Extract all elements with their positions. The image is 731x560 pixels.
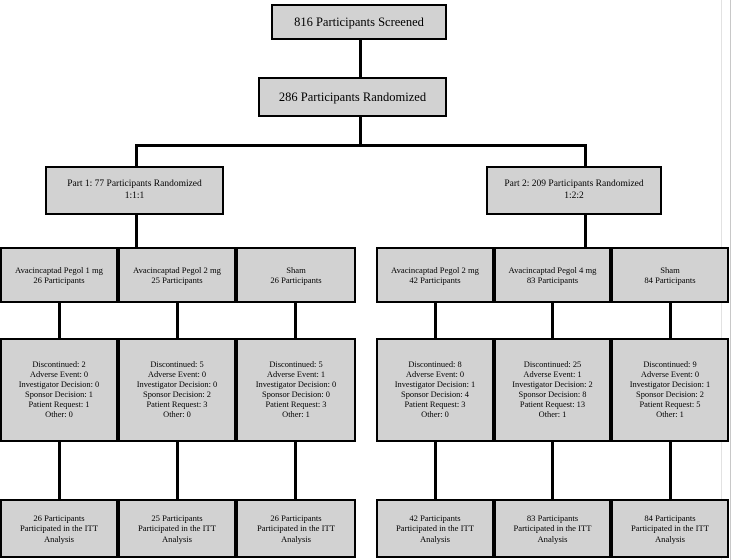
box-part-1-label: Part 1: 77 Participants Randomized 1:1:1 bbox=[67, 179, 202, 201]
box-randomized: 286 Participants Randomized bbox=[258, 77, 447, 117]
connector-part2-down bbox=[584, 215, 587, 247]
arm-box-2: Avacincaptad Pegol 2 mg 25 Participants bbox=[118, 247, 236, 303]
itt-box-1: 26 Participants Participated in the ITT … bbox=[0, 499, 118, 558]
itt-box-5-label: 83 Participants Participated in the ITT … bbox=[513, 513, 592, 544]
connector-randomized-down bbox=[359, 117, 362, 144]
connector-parts-horizontal bbox=[135, 144, 587, 147]
discontinuation-box-6-label: Discontinued: 9 Adverse Event: 0 Investi… bbox=[629, 360, 711, 419]
discontinuation-box-4: Discontinued: 8 Adverse Event: 0 Investi… bbox=[376, 338, 494, 442]
connector-disc2-to-itt2 bbox=[176, 442, 179, 499]
box-screened-label: 816 Participants Screened bbox=[294, 14, 424, 29]
connector-arm3-to-disc3 bbox=[294, 303, 297, 338]
arm-box-3: Sham 26 Participants bbox=[236, 247, 356, 303]
connector-arm1-to-disc1 bbox=[58, 303, 61, 338]
box-part-2-label: Part 2: 209 Participants Randomized 1:2:… bbox=[504, 179, 644, 201]
arm-box-1: Avacincaptad Pegol 1 mg 26 Participants bbox=[0, 247, 118, 303]
connector-to-part1 bbox=[135, 144, 138, 166]
itt-box-2-label: 25 Participants Participated in the ITT … bbox=[137, 513, 217, 544]
arm-box-6: Sham 84 Participants bbox=[611, 247, 729, 303]
box-screened: 816 Participants Screened bbox=[271, 4, 447, 40]
discontinuation-box-1-label: Discontinued: 2 Adverse Event: 0 Investi… bbox=[18, 360, 100, 419]
arm-box-6-label: Sham 84 Participants bbox=[644, 264, 696, 285]
connector-disc5-to-itt5 bbox=[551, 442, 554, 499]
arm-box-5: Avacincaptad Pegol 4 mg 83 Participants bbox=[494, 247, 611, 303]
discontinuation-box-4-label: Discontinued: 8 Adverse Event: 0 Investi… bbox=[394, 360, 476, 419]
connector-arm2-to-disc2 bbox=[176, 303, 179, 338]
discontinuation-box-1: Discontinued: 2 Adverse Event: 0 Investi… bbox=[0, 338, 118, 442]
connector-arm4-to-disc4 bbox=[434, 303, 437, 338]
connector-part1-down bbox=[135, 215, 138, 247]
discontinuation-box-3: Discontinued: 5 Adverse Event: 1 Investi… bbox=[236, 338, 356, 442]
connector-disc1-to-itt1 bbox=[58, 442, 61, 499]
itt-box-4: 42 Participants Participated in the ITT … bbox=[376, 499, 494, 558]
discontinuation-box-2-label: Discontinued: 5 Adverse Event: 0 Investi… bbox=[136, 360, 218, 419]
connector-arm6-to-disc6 bbox=[669, 303, 672, 338]
discontinuation-box-2: Discontinued: 5 Adverse Event: 0 Investi… bbox=[118, 338, 236, 442]
connector-arm5-to-disc5 bbox=[551, 303, 554, 338]
itt-box-6: 84 Participants Participated in the ITT … bbox=[611, 499, 729, 558]
arm-box-4-label: Avacincaptad Pegol 2 mg 42 Participants bbox=[391, 264, 479, 285]
discontinuation-box-5: Discontinued: 25 Adverse Event: 1 Invest… bbox=[494, 338, 611, 442]
box-part-1: Part 1: 77 Participants Randomized 1:1:1 bbox=[45, 166, 224, 215]
itt-box-6-label: 84 Participants Participated in the ITT … bbox=[630, 513, 710, 544]
connector-disc4-to-itt4 bbox=[434, 442, 437, 499]
connector-disc6-to-itt6 bbox=[669, 442, 672, 499]
arm-box-5-label: Avacincaptad Pegol 4 mg 83 Participants bbox=[508, 264, 597, 285]
connector-screened-to-randomized bbox=[359, 40, 362, 77]
itt-box-2: 25 Participants Participated in the ITT … bbox=[118, 499, 236, 558]
box-randomized-label: 286 Participants Randomized bbox=[278, 89, 427, 104]
itt-box-4-label: 42 Participants Participated in the ITT … bbox=[395, 513, 475, 544]
itt-box-1-label: 26 Participants Participated in the ITT … bbox=[19, 513, 99, 544]
connector-to-part2 bbox=[584, 144, 587, 166]
connector-disc3-to-itt3 bbox=[294, 442, 297, 499]
arm-box-2-label: Avacincaptad Pegol 2 mg 25 Participants bbox=[133, 264, 221, 285]
itt-box-5: 83 Participants Participated in the ITT … bbox=[494, 499, 611, 558]
discontinuation-box-5-label: Discontinued: 25 Adverse Event: 1 Invest… bbox=[512, 360, 593, 419]
box-part-2: Part 2: 209 Participants Randomized 1:2:… bbox=[486, 166, 662, 215]
discontinuation-box-6: Discontinued: 9 Adverse Event: 0 Investi… bbox=[611, 338, 729, 442]
arm-box-1-label: Avacincaptad Pegol 1 mg 26 Participants bbox=[15, 264, 103, 285]
arm-box-3-label: Sham 26 Participants bbox=[270, 264, 322, 285]
discontinuation-box-3-label: Discontinued: 5 Adverse Event: 1 Investi… bbox=[255, 360, 337, 419]
arm-box-4: Avacincaptad Pegol 2 mg 42 Participants bbox=[376, 247, 494, 303]
itt-box-3-label: 26 Participants Participated in the ITT … bbox=[256, 513, 336, 544]
itt-box-3: 26 Participants Participated in the ITT … bbox=[236, 499, 356, 558]
